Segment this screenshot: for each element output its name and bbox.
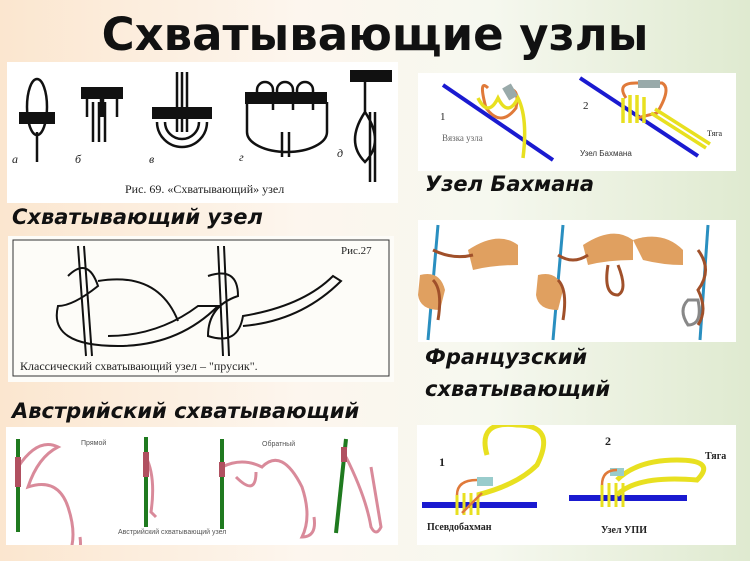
bachmann-section-label: Узел Бахмана (425, 172, 595, 196)
austrian-caption: Австрийский схватывающий узел (118, 529, 227, 536)
french-knot-panel (418, 220, 736, 342)
upi-knot-panel: 1 Псевдобахман 2 Узел УПИ Тяга (417, 425, 736, 545)
figure-69-letter-v: в (149, 152, 155, 166)
upi-pull-label: Тяга (705, 451, 727, 462)
figure-27-caption: Классический схватывающий узел – "прусик… (20, 359, 258, 373)
figure-69-letter-g: г (239, 150, 244, 164)
slide-title: Схватывающие узлы (101, 8, 649, 61)
austrian-direct-label: Прямой (81, 440, 107, 447)
figure-69-letter-b: б (75, 152, 82, 166)
bachmann-step1-label: Вязка узла (442, 133, 483, 143)
bachmann-step2-number: 2 (583, 100, 589, 112)
pseudo-bachmann-label: Псевдобахман (427, 522, 492, 533)
figure-69-panel: а б в г д Рис. 69. «Схватывающий» узел (7, 62, 398, 203)
pseudo-bachmann-upi-illustration (422, 425, 707, 515)
austrian-knot-panel: Прямой Обратный Австрийский схватывающий… (6, 427, 398, 545)
french-section-label-line1: Французский (425, 345, 588, 369)
figure-27-panel: Рис.27 Классический схватывающий узел – … (8, 236, 394, 382)
figure-69-letter-d: д (337, 146, 344, 160)
figure-27-number: Рис.27 (341, 245, 372, 257)
austrian-knot-illustration (15, 437, 383, 545)
grip-knot-steps-illustration (19, 70, 392, 182)
figure-69-letter-a: а (12, 152, 18, 166)
french-section-label-line2: схватывающий (425, 377, 611, 401)
bachmann-knot-panel: 1 Вязка узла 2 Узел Бахмана Тяга (418, 73, 736, 171)
upi-step1-number: 1 (439, 455, 445, 469)
prusik-knot-illustration (12, 239, 390, 377)
austrian-reverse-label: Обратный (262, 441, 296, 448)
figure-69-caption: Рис. 69. «Схватывающий» узел (125, 182, 285, 196)
bachmann-step2-label: Узел Бахмана (580, 149, 632, 158)
upi-knot-label: Узел УПИ (601, 525, 647, 536)
prusik-section-label: Схватывающий узел (12, 205, 263, 229)
bachmann-pull-label: Тяга (707, 129, 723, 138)
bachmann-step1-number: 1 (440, 111, 446, 123)
french-knot-hands-illustration (418, 224, 710, 341)
austrian-section-label: Австрийский схватывающий (12, 399, 360, 423)
upi-step2-number: 2 (605, 434, 611, 448)
bachmann-knot-illustration (441, 76, 711, 162)
